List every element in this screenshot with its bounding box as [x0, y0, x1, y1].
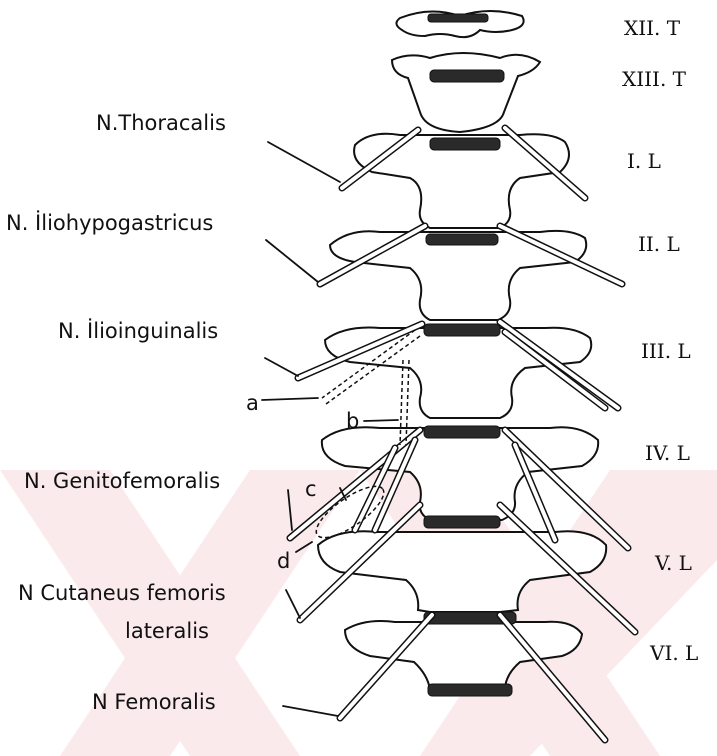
label-genitofemoralis: N. Genitofemoralis	[24, 469, 220, 493]
disc-xiii	[430, 70, 504, 82]
label-iv-l: IV. L	[645, 441, 690, 465]
label-ilioinguinalis: N. İlioinguinalis	[58, 318, 218, 343]
label-cutaneus-line2: lateralis	[125, 619, 209, 643]
label-iii-l: III. L	[641, 339, 691, 363]
branch-label-a: a	[246, 391, 259, 415]
vertebra-xiii-t	[392, 53, 540, 132]
label-i-l: I. L	[627, 149, 661, 173]
label-thoracalis: N.Thoracalis	[96, 111, 226, 135]
disc-iii-l	[424, 324, 500, 336]
disc-ii-l	[426, 234, 498, 245]
label-xii-t: XII. T	[624, 16, 681, 40]
label-xiii-t: XIII. T	[622, 67, 687, 91]
label-vi-l: VI. L	[649, 641, 698, 665]
disc-xii	[428, 14, 488, 22]
label-cutaneus-line1: N Cutaneus femoris	[18, 581, 226, 605]
vertebra-iii-l	[325, 328, 591, 419]
disc-iv-l	[424, 426, 500, 438]
branch-label-b: b	[346, 409, 359, 433]
disc-v-l	[424, 516, 500, 528]
disc-i-l	[430, 138, 500, 150]
label-v-l: V. L	[654, 551, 692, 575]
label-iliohypogastricus: N. İliohypogastricus	[6, 210, 213, 235]
branch-label-d: d	[277, 549, 290, 573]
label-ii-l: II. L	[638, 232, 680, 256]
disc-vii-l	[428, 684, 512, 696]
label-femoralis: N Femoralis	[92, 690, 216, 714]
branch-label-c: c	[305, 477, 317, 501]
